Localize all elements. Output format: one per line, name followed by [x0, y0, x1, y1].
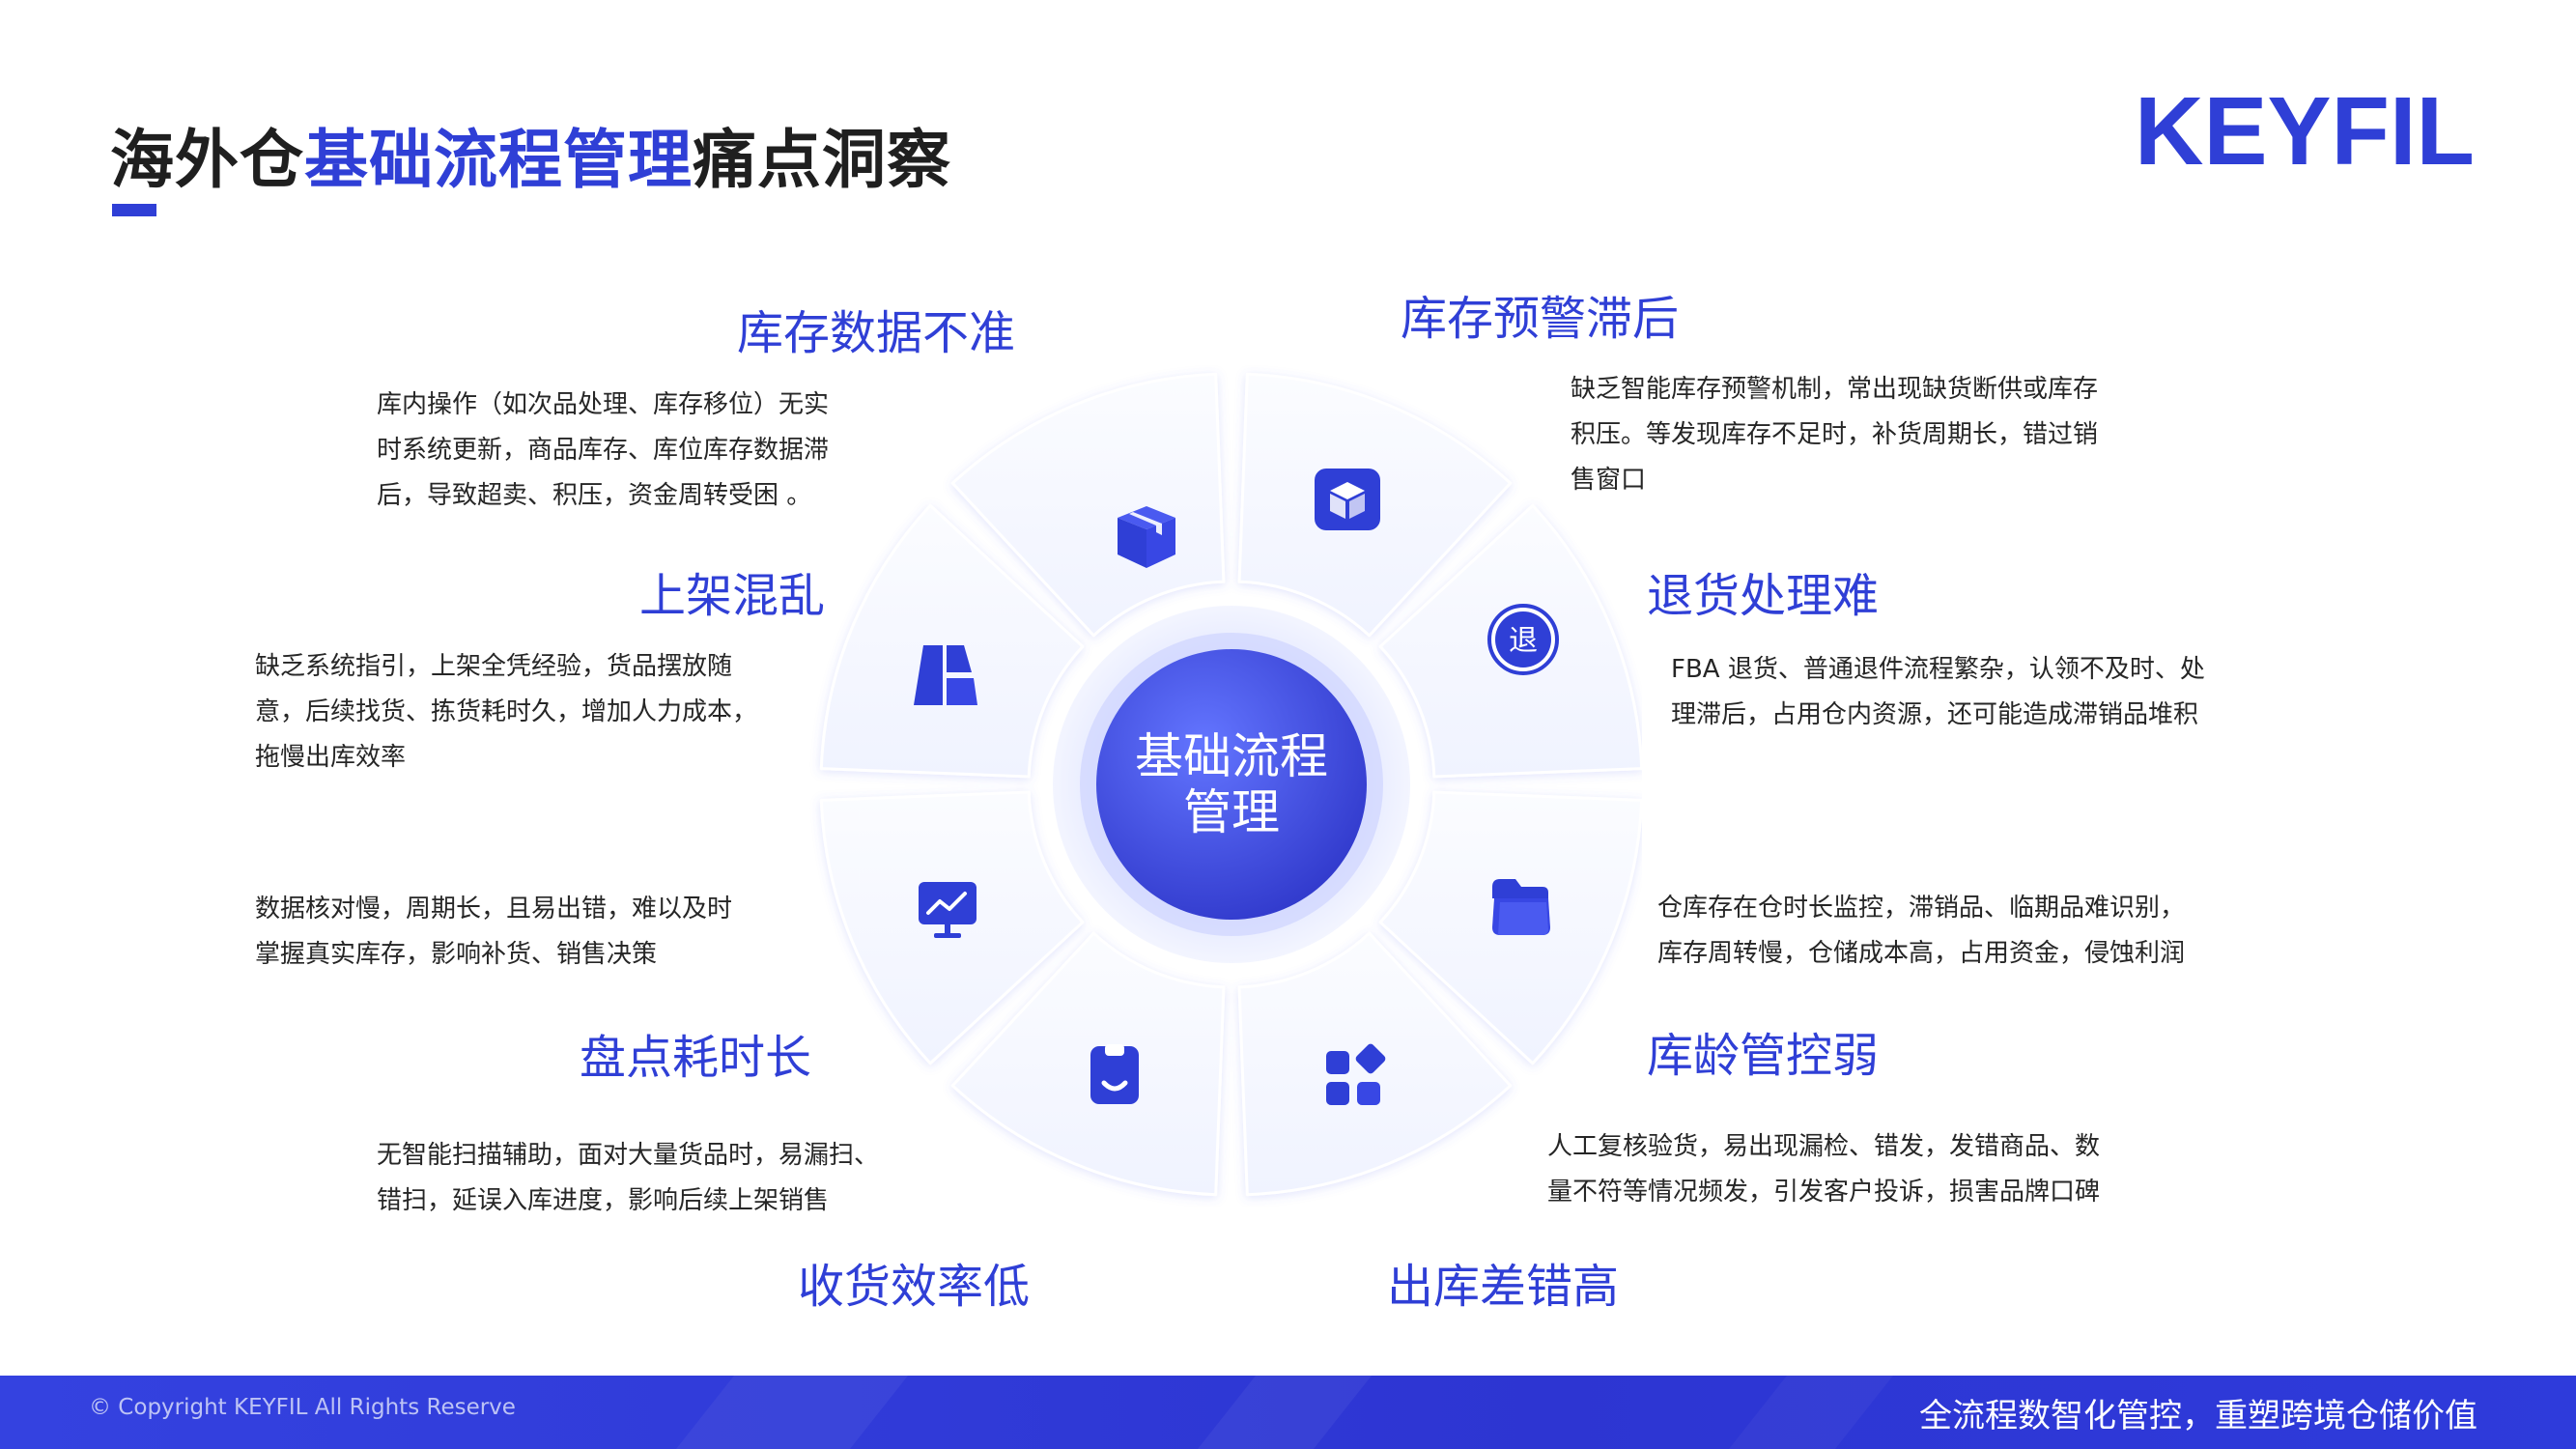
heading-returns-difficult: 退货处理难 — [1647, 569, 1880, 623]
petal-left-lower — [819, 790, 1085, 1065]
monitor-chart-icon — [919, 882, 977, 938]
heading-stocktake-slow: 盘点耗时长 — [580, 1031, 812, 1085]
brand-logo: KEYFIL — [2135, 79, 2475, 180]
heading-outbound-errors: 出库差错高 — [1387, 1260, 1620, 1314]
desc-returns-difficult: FBA 退货、普通退件流程繁杂，认领不及时、处 理滞后，占用仓内资源，还可能造成… — [1671, 647, 2289, 738]
desc-stocktake-slow: 数据核对慢，周期长，且易出错，难以及时 掌握真实库存，影响补货、销售决策 — [255, 887, 835, 978]
desc-line: 仓库存在仓时长监控，滞销品、临期品难识别， — [1657, 894, 2186, 923]
desc-line: 积压。等发现库存不足时，补货周期长，错过销 — [1571, 420, 2099, 449]
petal-bottom-left — [950, 931, 1226, 1197]
desc-line: 掌握真实库存，影响补货、销售决策 — [255, 940, 658, 969]
desc-line: 理滞后，占用仓内资源，还可能造成滞销品堆积 — [1671, 700, 2199, 729]
desc-line: 后，导致超卖、积压，资金周转受困 。 — [377, 481, 812, 510]
desc-line: 时系统更新，商品库存、库位库存数据滞 — [377, 436, 830, 465]
shelf-icon — [914, 645, 977, 705]
desc-line: 缺乏智能库存预警机制，常出现缺货断供或库存 — [1571, 375, 2099, 404]
cube-icon — [1315, 469, 1380, 530]
desc-receiving-slow: 无智能扫描辅助，面对大量货品时，易漏扫、 错扫，延误入库进度，影响后续上架销售 — [377, 1133, 956, 1224]
footer-slogan: 全流程数智化管控，重塑跨境仓储价值 — [1919, 1397, 2477, 1435]
desc-outbound-errors: 人工复核验货，易出现漏检、错发，发错商品、数 量不符等情况频发，引发客户投诉，损… — [1547, 1124, 2166, 1215]
clipboard-icon — [1090, 1044, 1139, 1104]
desc-line: 错扫，延误入库进度，影响后续上架销售 — [377, 1186, 830, 1215]
folder-icon — [1492, 879, 1550, 935]
footer-decoration — [676, 1376, 1893, 1449]
title-suffix: 痛点洞察 — [693, 123, 951, 197]
petal-left-upper — [819, 503, 1085, 779]
desc-line: 人工复核验货，易出现漏检、错发，发错商品、数 — [1547, 1132, 2101, 1161]
petal-top-left — [950, 372, 1226, 638]
desc-line: 意，后续找货、拣货耗时久，增加人力成本， — [255, 697, 758, 726]
desc-line: 库内操作（如次品处理、库存移位）无实 — [377, 390, 830, 419]
logo-text: KEYFIL — [2135, 79, 2475, 180]
desc-line: 量不符等情况频发，引发客户投诉，损害品牌口碑 — [1547, 1178, 2101, 1207]
title-underline — [112, 204, 156, 216]
desc-putaway-chaos: 缺乏系统指引，上架全凭经验，货品摆放随 意，后续找货、拣货耗时久，增加人力成本，… — [255, 644, 835, 781]
footer-copyright: © Copyright KEYFIL All Rights Reserve — [89, 1395, 516, 1420]
heading-aging-weak: 库龄管控弱 — [1647, 1029, 1880, 1083]
return-icon-char: 退 — [1509, 624, 1538, 658]
heading-putaway-chaos: 上架混乱 — [639, 569, 826, 623]
return-icon: 退 — [1487, 604, 1559, 675]
desc-line: 库存周转慢，仓储成本高，占用资金，侵蚀利润 — [1657, 939, 2186, 968]
desc-inventory-inaccurate: 库内操作（如次品处理、库存移位）无实 时系统更新，商品库存、库位库存数据滞 后，… — [377, 383, 918, 519]
desc-line: 数据核对慢，周期长，且易出错，难以及时 — [255, 895, 733, 923]
footer-bar: © Copyright KEYFIL All Rights Reserve 全流… — [0, 1376, 2576, 1449]
process-wheel: 基础流程 管理 退 — [819, 372, 1642, 1197]
heading-inventory-inaccurate: 库存数据不准 — [737, 306, 1016, 360]
desc-alert-lag: 缺乏智能库存预警机制，常出现缺货断供或库存 积压。等发现库存不足时，补货周期长，… — [1571, 367, 2189, 503]
center-label-line1: 基础流程 — [1135, 728, 1328, 784]
package-box-icon — [1118, 506, 1175, 568]
desc-aging-weak: 仓库存在仓时长监控，滞销品、临期品难识别， 库存周转慢，仓储成本高，占用资金，侵… — [1657, 886, 2276, 977]
desc-line: 售窗口 — [1571, 466, 1647, 495]
desc-line: 无智能扫描辅助，面对大量货品时，易漏扫、 — [377, 1141, 880, 1170]
heading-receiving-slow: 收货效率低 — [798, 1260, 1031, 1314]
title-highlight: 基础流程管理 — [304, 123, 693, 197]
center-label-line2: 管理 — [1183, 784, 1280, 840]
heading-alert-lag: 库存预警滞后 — [1401, 292, 1680, 346]
desc-line: 拖慢出库效率 — [255, 743, 407, 772]
desc-line: 缺乏系统指引，上架全凭经验，货品摆放随 — [255, 652, 733, 681]
desc-line: FBA 退货、普通退件流程繁杂，认领不及时、处 — [1671, 655, 2205, 684]
apps-grid-icon — [1326, 1043, 1386, 1105]
center-circle — [1096, 649, 1367, 920]
page-title: 海外仓基础流程管理痛点洞察 — [110, 108, 951, 201]
title-prefix: 海外仓 — [110, 123, 304, 197]
